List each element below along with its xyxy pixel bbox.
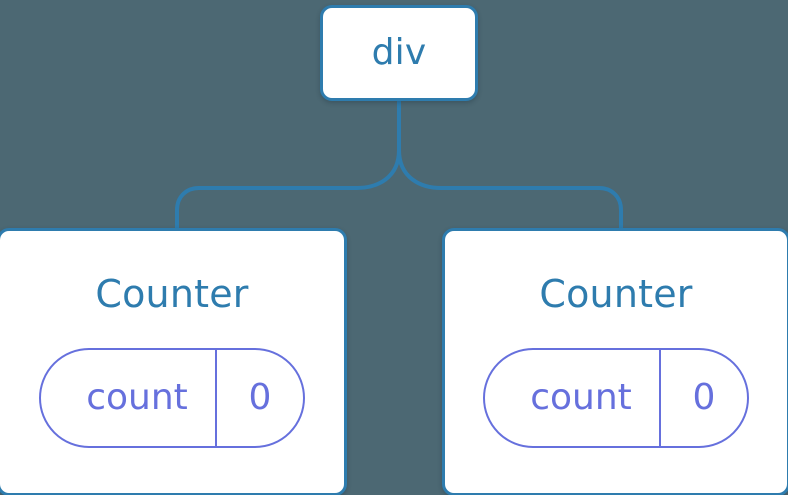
- tree-node-counter-1[interactable]: Counter count 0: [442, 228, 788, 495]
- tree-node-root[interactable]: div: [320, 5, 478, 101]
- connector-to-child-1: [397, 149, 623, 231]
- state-pill-divider-1: [659, 350, 661, 446]
- state-pill-divider-0: [215, 350, 217, 446]
- state-pill-0[interactable]: count 0: [39, 348, 305, 448]
- connector-to-child-0: [175, 149, 401, 231]
- state-key-1: count: [530, 377, 632, 418]
- counter-title-1: Counter: [539, 272, 693, 316]
- root-node-label: div: [371, 32, 427, 73]
- counter-title-0: Counter: [95, 272, 249, 316]
- state-pill-1[interactable]: count 0: [483, 348, 749, 448]
- tree-node-counter-0[interactable]: Counter count 0: [0, 228, 347, 495]
- state-value-1: 0: [692, 377, 716, 418]
- state-value-0: 0: [248, 377, 272, 418]
- state-key-0: count: [86, 377, 188, 418]
